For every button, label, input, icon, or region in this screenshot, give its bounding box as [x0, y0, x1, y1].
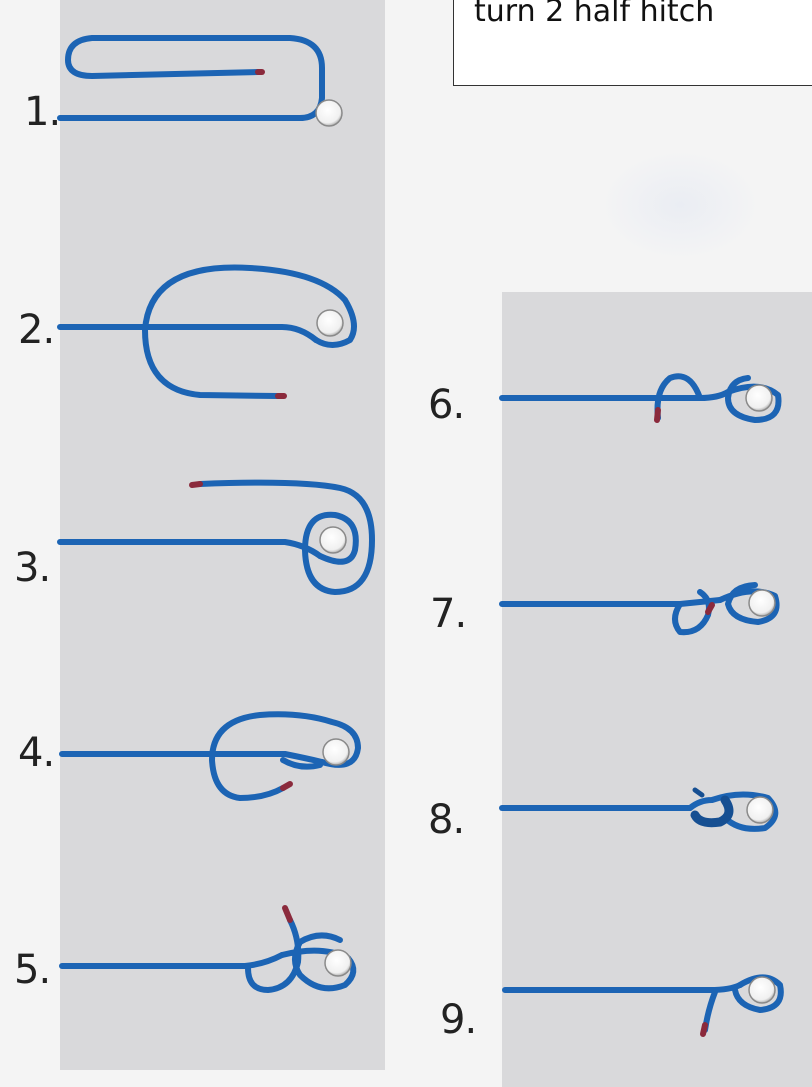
ring-5 [325, 950, 351, 976]
step-7-rope [502, 585, 777, 632]
step-8-rope [502, 790, 775, 829]
ring-3 [320, 527, 346, 553]
ring-7 [749, 590, 775, 616]
ring-2 [317, 310, 343, 336]
ring-9 [749, 977, 775, 1003]
ring-1 [316, 100, 342, 126]
step-6-rope [502, 376, 779, 420]
ring-6 [746, 385, 772, 411]
step-2-rope [60, 268, 354, 396]
step-4-rope [62, 714, 358, 798]
step-1-rope [60, 38, 322, 118]
ring-4 [323, 739, 349, 765]
step-5-rope [62, 908, 353, 990]
ring-8 [747, 797, 773, 823]
step-9-rope [505, 978, 781, 1035]
